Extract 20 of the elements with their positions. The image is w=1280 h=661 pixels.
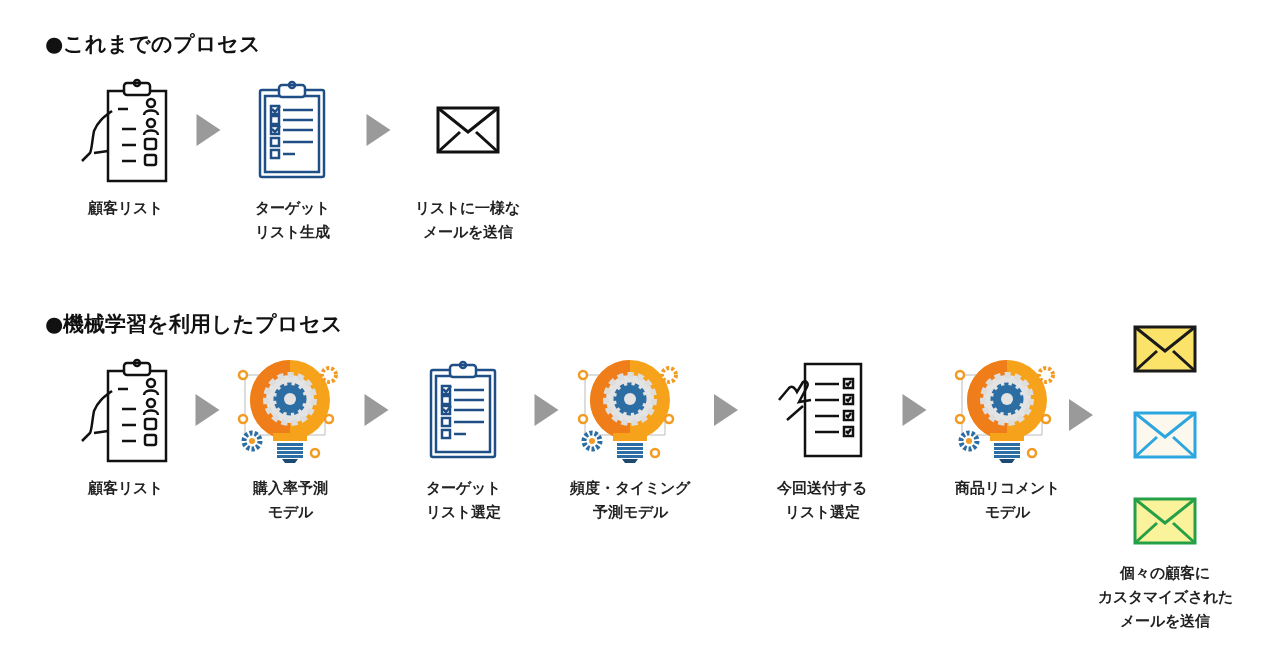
- step-caption: 顧客リスト: [87, 478, 163, 499]
- step-caption: ターゲットリスト選定: [425, 478, 501, 523]
- arrow: [902, 394, 927, 426]
- step-caption: 頻度・タイミング予測モデル: [570, 478, 690, 523]
- arrow: [195, 394, 220, 426]
- step-caption: 購入率予測モデル: [252, 478, 328, 523]
- arrow: [366, 114, 391, 146]
- step-caption: ターゲットリスト生成: [254, 198, 330, 243]
- arrow: [534, 394, 559, 426]
- step-caption: 個々の顧客にカスタマイズされたメールを送信: [1097, 563, 1233, 632]
- step-caption: 顧客リスト: [87, 198, 163, 219]
- arrow: [714, 394, 738, 426]
- arrow: [196, 114, 221, 146]
- arrow: [1069, 399, 1093, 431]
- section-heading: ●これまでのプロセス: [45, 31, 262, 58]
- step-caption: 商品リコメントモデル: [954, 478, 1060, 523]
- step-caption: 今回送付するリスト選定: [777, 478, 867, 523]
- section-heading: ●機械学習を利用したプロセス: [45, 311, 344, 338]
- step-caption: リストに一様なメールを送信: [415, 198, 520, 243]
- arrow: [364, 394, 389, 426]
